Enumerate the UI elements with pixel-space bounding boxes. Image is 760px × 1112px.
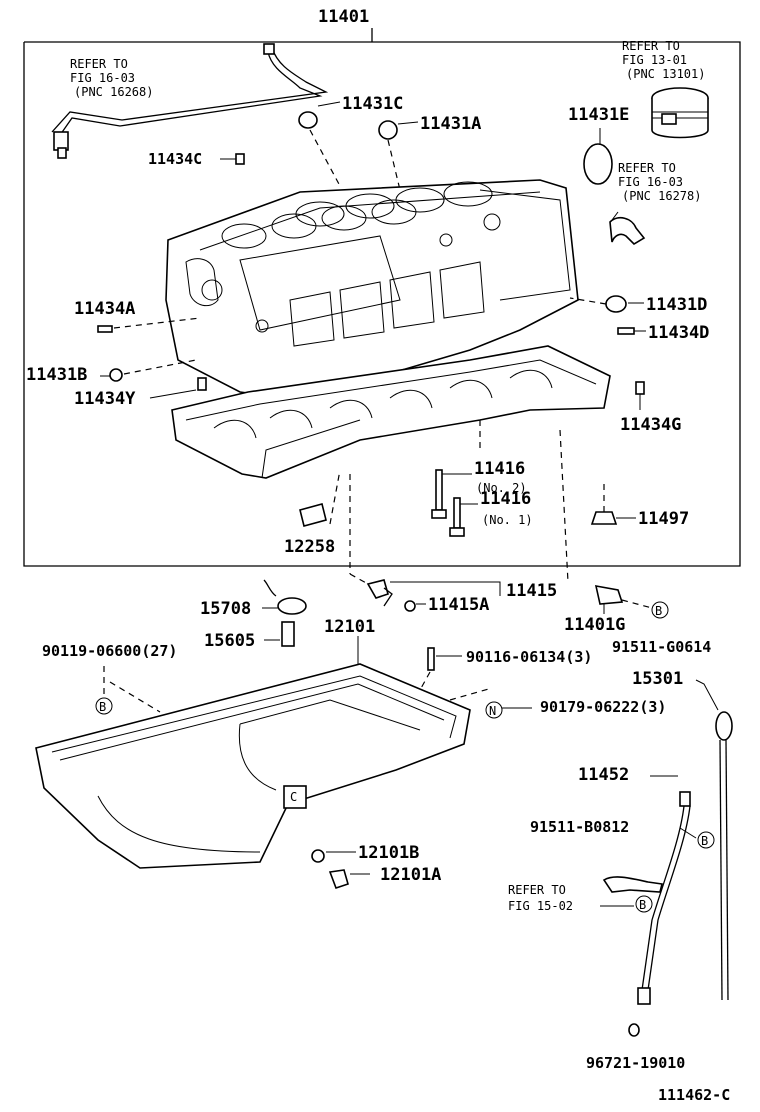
bolt-11415A — [404, 600, 416, 612]
svg-text:REFER TO: REFER TO — [70, 57, 128, 71]
svg-text:B: B — [99, 700, 106, 714]
label-90116: 90116-06134(3) — [466, 648, 592, 666]
svg-text:FIG 15-02: FIG 15-02 — [508, 899, 573, 913]
oil-pan-illustration — [35, 663, 471, 869]
svg-text:N: N — [489, 704, 496, 718]
plug-11431A — [378, 120, 398, 140]
label-90179: 90179-06222(3) — [540, 698, 666, 716]
oring-96721 — [628, 1023, 640, 1037]
sensor-15708 — [277, 597, 307, 615]
fitting-16278 — [609, 216, 646, 246]
svg-text:REFER TO: REFER TO — [622, 39, 680, 53]
label-11415A: 11415A — [428, 595, 489, 615]
label-12101B: 12101B — [358, 843, 419, 863]
label-12258: 12258 — [284, 537, 335, 557]
bolt-11416-no2 — [431, 469, 447, 519]
label-12101: 12101 — [324, 617, 375, 637]
dipstick-15301 — [715, 711, 733, 1001]
ref-15-02: REFER TO FIG 15-02 — [508, 883, 573, 913]
label-11434G: 11434G — [620, 415, 681, 435]
marker-b-2 — [95, 697, 113, 715]
lower-crankcase-illustration — [171, 345, 611, 479]
ref-13-01: REFER TO FIG 13-01 (PNC 13101) — [622, 39, 705, 81]
svg-text:FIG 16-03: FIG 16-03 — [618, 175, 683, 189]
label-11431B: 11431B — [26, 365, 87, 385]
label-15708: 15708 — [200, 599, 251, 619]
label-11416-no2: 11416 — [474, 459, 525, 479]
svg-text:REFER TO: REFER TO — [618, 161, 676, 175]
footer-code: 111462-C — [658, 1086, 730, 1104]
bolt-90116 — [427, 647, 435, 671]
label-11431A: 11431A — [420, 114, 481, 134]
hose-15708 — [263, 579, 277, 597]
label-11415: 11415 — [506, 581, 557, 601]
marker-b-4 — [635, 895, 653, 913]
label-11416-no1-sub: (No. 1) — [482, 513, 533, 527]
svg-text:(PNC 16278): (PNC 16278) — [622, 189, 701, 203]
label-11431D: 11431D — [646, 295, 707, 315]
plug-11431E — [583, 143, 613, 185]
label-96721: 96721-19010 — [586, 1054, 685, 1072]
washer-11497 — [590, 511, 618, 525]
label-11416-no1: 11416 — [480, 489, 531, 509]
svg-text:B: B — [701, 834, 708, 848]
pin-11434Y — [197, 377, 207, 391]
label-91511-G0614: 91511-G0614 — [612, 638, 711, 656]
label-11434D: 11434D — [648, 323, 709, 343]
svg-text:FIG 13-01: FIG 13-01 — [622, 53, 687, 67]
svg-text:B: B — [655, 604, 662, 618]
plug-15605 — [281, 621, 295, 647]
plug-11431C — [298, 111, 318, 129]
svg-text:(PNC 16268): (PNC 16268) — [74, 85, 153, 99]
marker-n — [485, 701, 503, 719]
label-90119: 90119-06600(27) — [42, 642, 177, 660]
label-11416-no2-sub: (No. 2) — [476, 481, 527, 495]
jet-11415 — [366, 579, 393, 607]
svg-text:FIG 16-03: FIG 16-03 — [70, 71, 135, 85]
label-11431C: 11431C — [342, 94, 403, 114]
label-11434A: 11434A — [74, 299, 135, 319]
part-11401G — [594, 584, 624, 605]
marker-c: C — [290, 790, 297, 804]
plug-11434C — [235, 153, 245, 165]
block-group-frame — [23, 28, 741, 567]
label-11434C: 11434C — [148, 150, 202, 168]
svg-text:B: B — [639, 898, 646, 912]
ref-16-03-top: REFER TO FIG 16-03 (PNC 16268) — [70, 57, 153, 99]
marker-b-1 — [651, 601, 669, 619]
cylinder-block-illustration — [165, 179, 579, 401]
ref-16-03-right: REFER TO FIG 16-03 (PNC 16278) — [618, 161, 701, 203]
plug-12101A — [328, 869, 349, 890]
plug-11431D — [605, 295, 627, 313]
label-15605: 15605 — [204, 631, 255, 651]
label-11497: 11497 — [638, 509, 689, 529]
label-12101A: 12101A — [380, 865, 441, 885]
pin-12258 — [299, 503, 327, 527]
label-15301: 15301 — [632, 669, 683, 689]
piston-illustration — [651, 87, 709, 139]
guide-tube-11452 — [602, 791, 691, 1005]
svg-text:(PNC 13101): (PNC 13101) — [626, 67, 705, 81]
label-11452: 11452 — [578, 765, 629, 785]
label-11434Y: 11434Y — [74, 389, 136, 409]
oil-tube-illustration — [51, 43, 329, 159]
pin-11434A — [97, 325, 113, 333]
pin-11434D — [617, 327, 635, 335]
plug-11431B — [109, 368, 123, 382]
gasket-12101B — [311, 849, 325, 863]
frame-label: 11401 — [318, 7, 369, 27]
marker-b-3 — [697, 831, 715, 849]
label-11401G: 11401G — [564, 615, 625, 635]
svg-text:REFER TO: REFER TO — [508, 883, 566, 897]
label-11431E: 11431E — [568, 105, 629, 125]
pin-11434G — [635, 381, 645, 395]
label-91511-B0812: 91511-B0812 — [530, 818, 629, 836]
bolt-11416-no1 — [449, 497, 465, 537]
